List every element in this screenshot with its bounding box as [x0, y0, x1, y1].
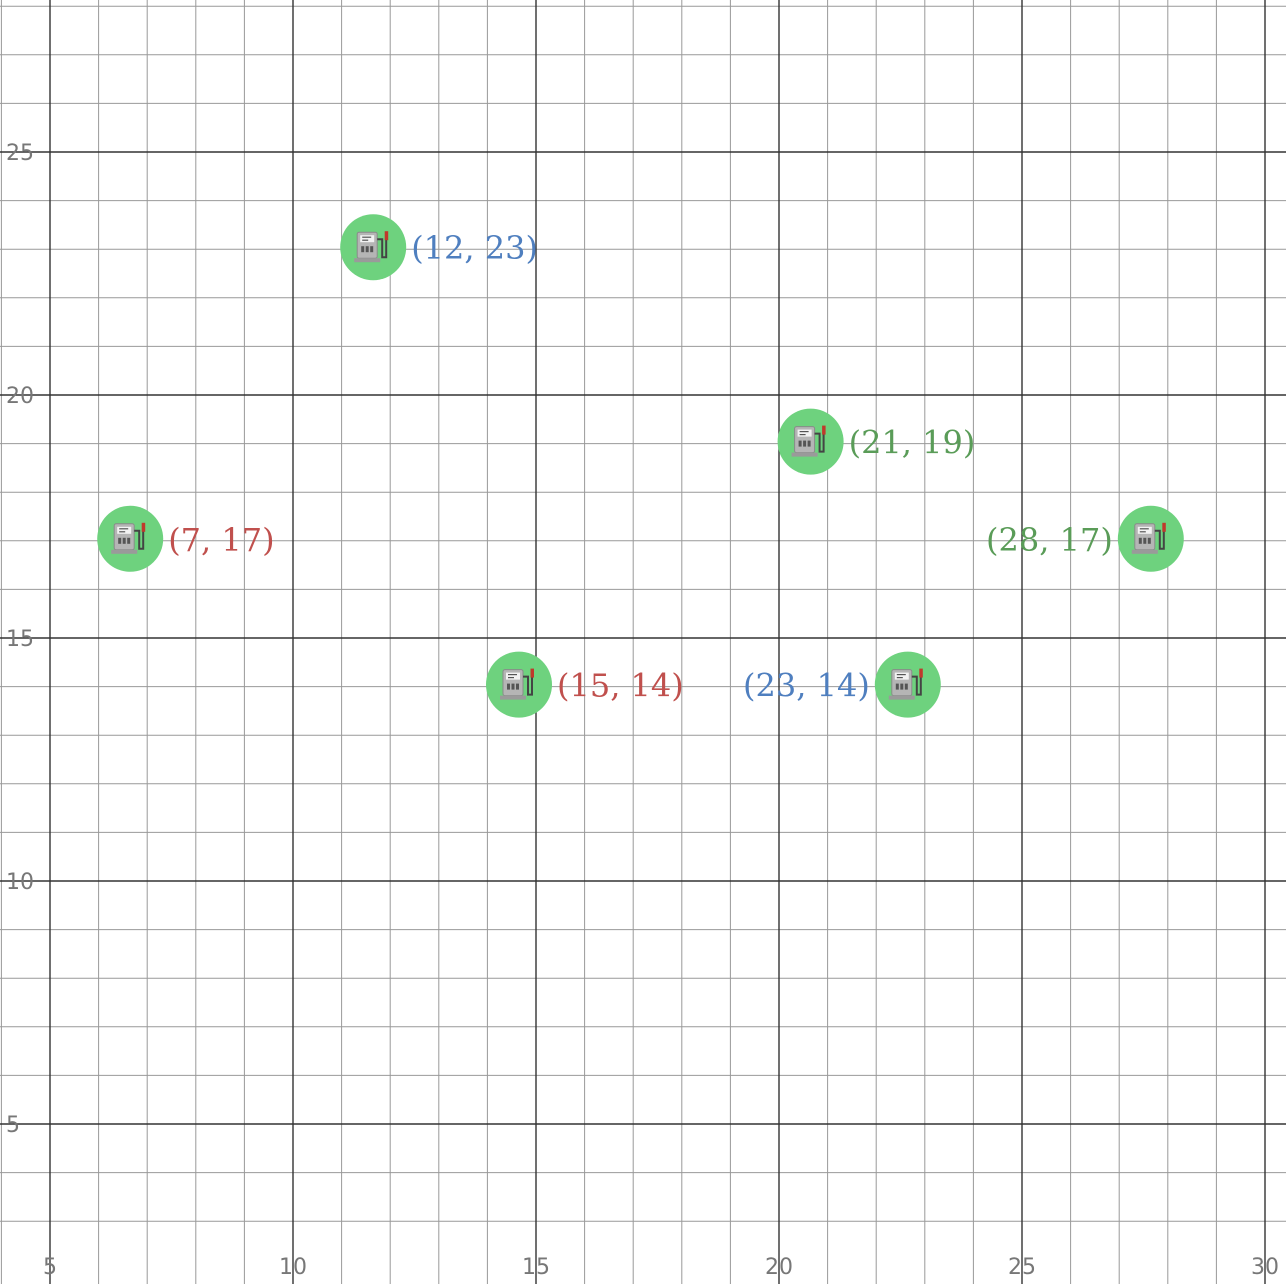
fuel-pump-icon	[1131, 522, 1166, 554]
data-point: (12, 23)	[340, 214, 538, 281]
y-tick-label: 10	[6, 870, 34, 895]
x-tick-label: 20	[765, 1255, 793, 1280]
tick-labels: 5 10 15 20 25 30 5 10 15 20 25	[6, 141, 1279, 1280]
fuel-pump-icon	[354, 231, 389, 263]
point-label: (7, 17)	[168, 521, 274, 559]
data-points: (12, 23) (7, 17) (21, 19) (28, 17) (15, 14) (…	[97, 214, 1184, 718]
point-label: (21, 19)	[849, 424, 976, 462]
y-tick-label: 20	[6, 384, 34, 409]
fuel-pump-icon	[888, 668, 923, 700]
fuel-pump-icon	[500, 668, 534, 700]
fuel-pump-icon	[791, 425, 826, 457]
data-point: (23, 14)	[743, 651, 941, 718]
point-label: (12, 23)	[411, 229, 538, 267]
y-tick-label: 25	[6, 141, 34, 166]
fuel-pump-icon	[111, 522, 146, 554]
x-tick-label: 25	[1008, 1255, 1036, 1280]
point-label: (15, 14)	[557, 667, 684, 705]
data-point: (21, 19)	[777, 408, 976, 475]
x-tick-label: 30	[1251, 1255, 1279, 1280]
data-point: (28, 17)	[986, 505, 1184, 572]
x-tick-label: 5	[43, 1255, 57, 1280]
data-point: (7, 17)	[97, 505, 275, 572]
y-tick-label: 5	[6, 1113, 20, 1138]
point-label: (28, 17)	[986, 521, 1113, 559]
x-tick-label: 15	[522, 1255, 550, 1280]
point-label: (23, 14)	[743, 667, 870, 705]
data-point: (15, 14)	[486, 651, 684, 718]
x-tick-label: 10	[279, 1255, 307, 1280]
y-tick-label: 15	[6, 627, 34, 652]
